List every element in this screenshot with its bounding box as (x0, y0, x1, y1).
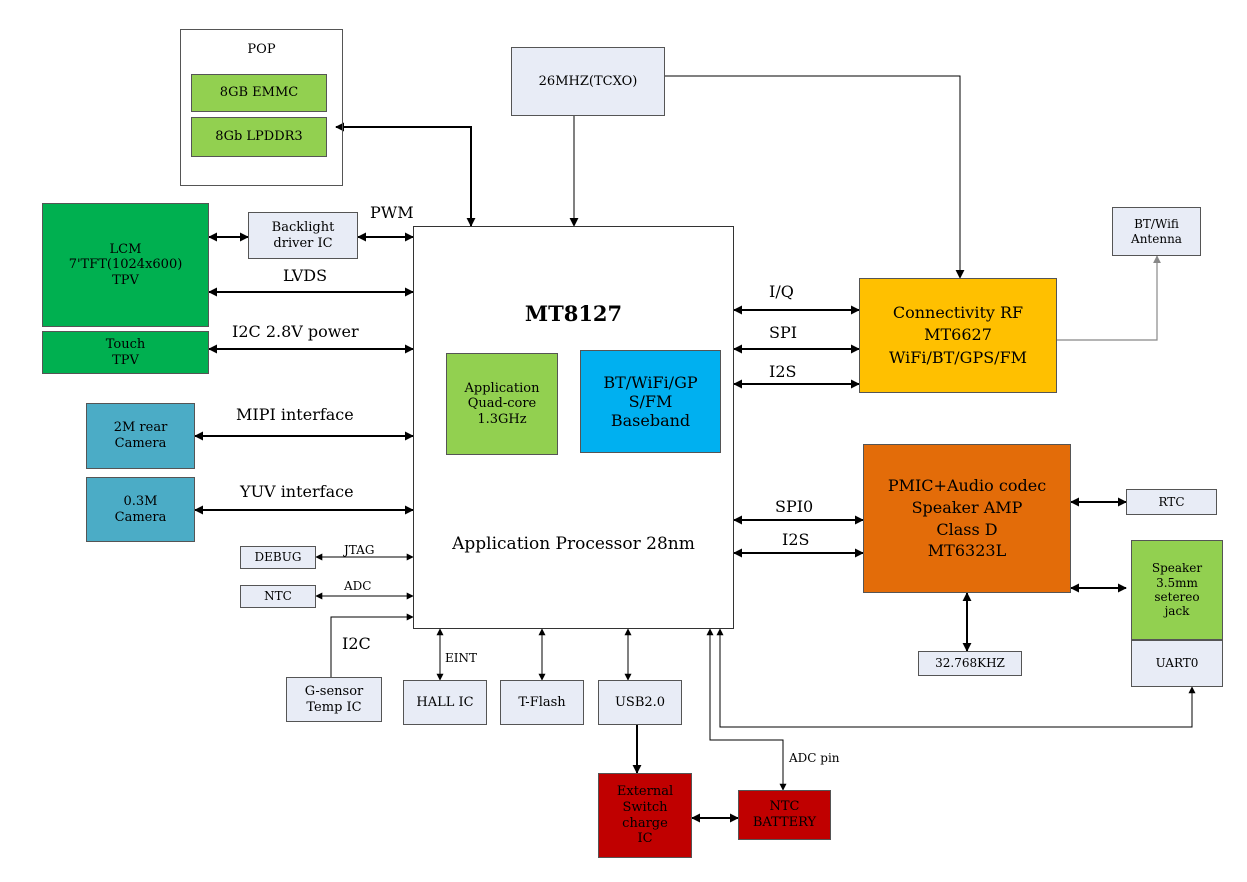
label-jtag: JTAG (344, 543, 375, 557)
rear-camera-block: 2M rear Camera (86, 403, 195, 469)
label-i2s-pmic: I2S (782, 530, 810, 549)
label-i2c-power: I2C 2.8V power (232, 322, 359, 341)
charger-ic-block: External Switch charge IC (598, 773, 692, 858)
pmic-block: PMIC+Audio codec Speaker AMP Class D MT6… (863, 444, 1071, 593)
uart-block: UART0 (1131, 640, 1223, 687)
front-camera-block: 0.3M Camera (86, 477, 195, 542)
label-pwm: PWM (370, 203, 414, 222)
label-i2s: I2S (769, 362, 797, 381)
label-adc: ADC (344, 579, 372, 593)
touch-block: Touch TPV (42, 331, 209, 374)
backlight-driver-block: Backlight driver IC (248, 212, 358, 259)
lcm-block: LCM 7'TFT(1024x600) TPV (42, 203, 209, 327)
baseband-block: BT/WiFi/GP S/FM Baseband (580, 350, 721, 453)
processor-subtitle: Application Processor 28nm (452, 534, 695, 554)
wire-pop-mt8127 (335, 122, 476, 227)
ntc-block: NTC (240, 585, 316, 608)
usb-block: USB2.0 (598, 680, 682, 725)
wire-uart (716, 628, 1196, 728)
wire-connectivity-antenna (1057, 255, 1161, 341)
antenna-block: BT/Wifi Antenna (1112, 207, 1201, 256)
tflash-block: T-Flash (500, 680, 584, 725)
connectivity-rf-block: Connectivity RF MT6627 WiFi/BT/GPS/FM (859, 278, 1057, 393)
label-adc-pin: ADC pin (789, 751, 840, 765)
speaker-jack-block: Speaker 3.5mm setereo jack (1131, 540, 1223, 640)
app-core-block: Application Quad-core 1.3GHz (446, 353, 558, 455)
rtc-block: RTC (1126, 489, 1217, 515)
wire-battery-adc (706, 628, 787, 791)
label-spi: SPI (769, 323, 798, 342)
debug-block: DEBUG (240, 546, 316, 569)
wire-tcxo-connectivity (665, 75, 965, 279)
wire-gsensor (330, 613, 414, 677)
tcxo-block: 26MHZ(TCXO) (511, 47, 665, 116)
gsensor-block: G-sensor Temp IC (286, 677, 382, 722)
label-lvds: LVDS (283, 266, 328, 285)
label-mipi: MIPI interface (236, 405, 354, 424)
battery-block: NTC BATTERY (738, 790, 831, 840)
processor-name: MT8127 (524, 301, 623, 326)
lpddr-block: 8Gb LPDDR3 (191, 117, 327, 157)
pop-title: POP (247, 42, 276, 57)
hall-ic-block: HALL IC (403, 680, 487, 725)
emmc-block: 8GB EMMC (191, 74, 327, 112)
label-eint: EINT (445, 651, 478, 665)
label-i2c: I2C (342, 634, 371, 653)
label-yuv: YUV interface (240, 482, 354, 501)
label-spi0: SPI0 (775, 497, 814, 516)
pop-package: POP (180, 29, 343, 186)
label-iq: I/Q (769, 282, 794, 301)
crystal-block: 32.768KHZ (918, 651, 1022, 676)
